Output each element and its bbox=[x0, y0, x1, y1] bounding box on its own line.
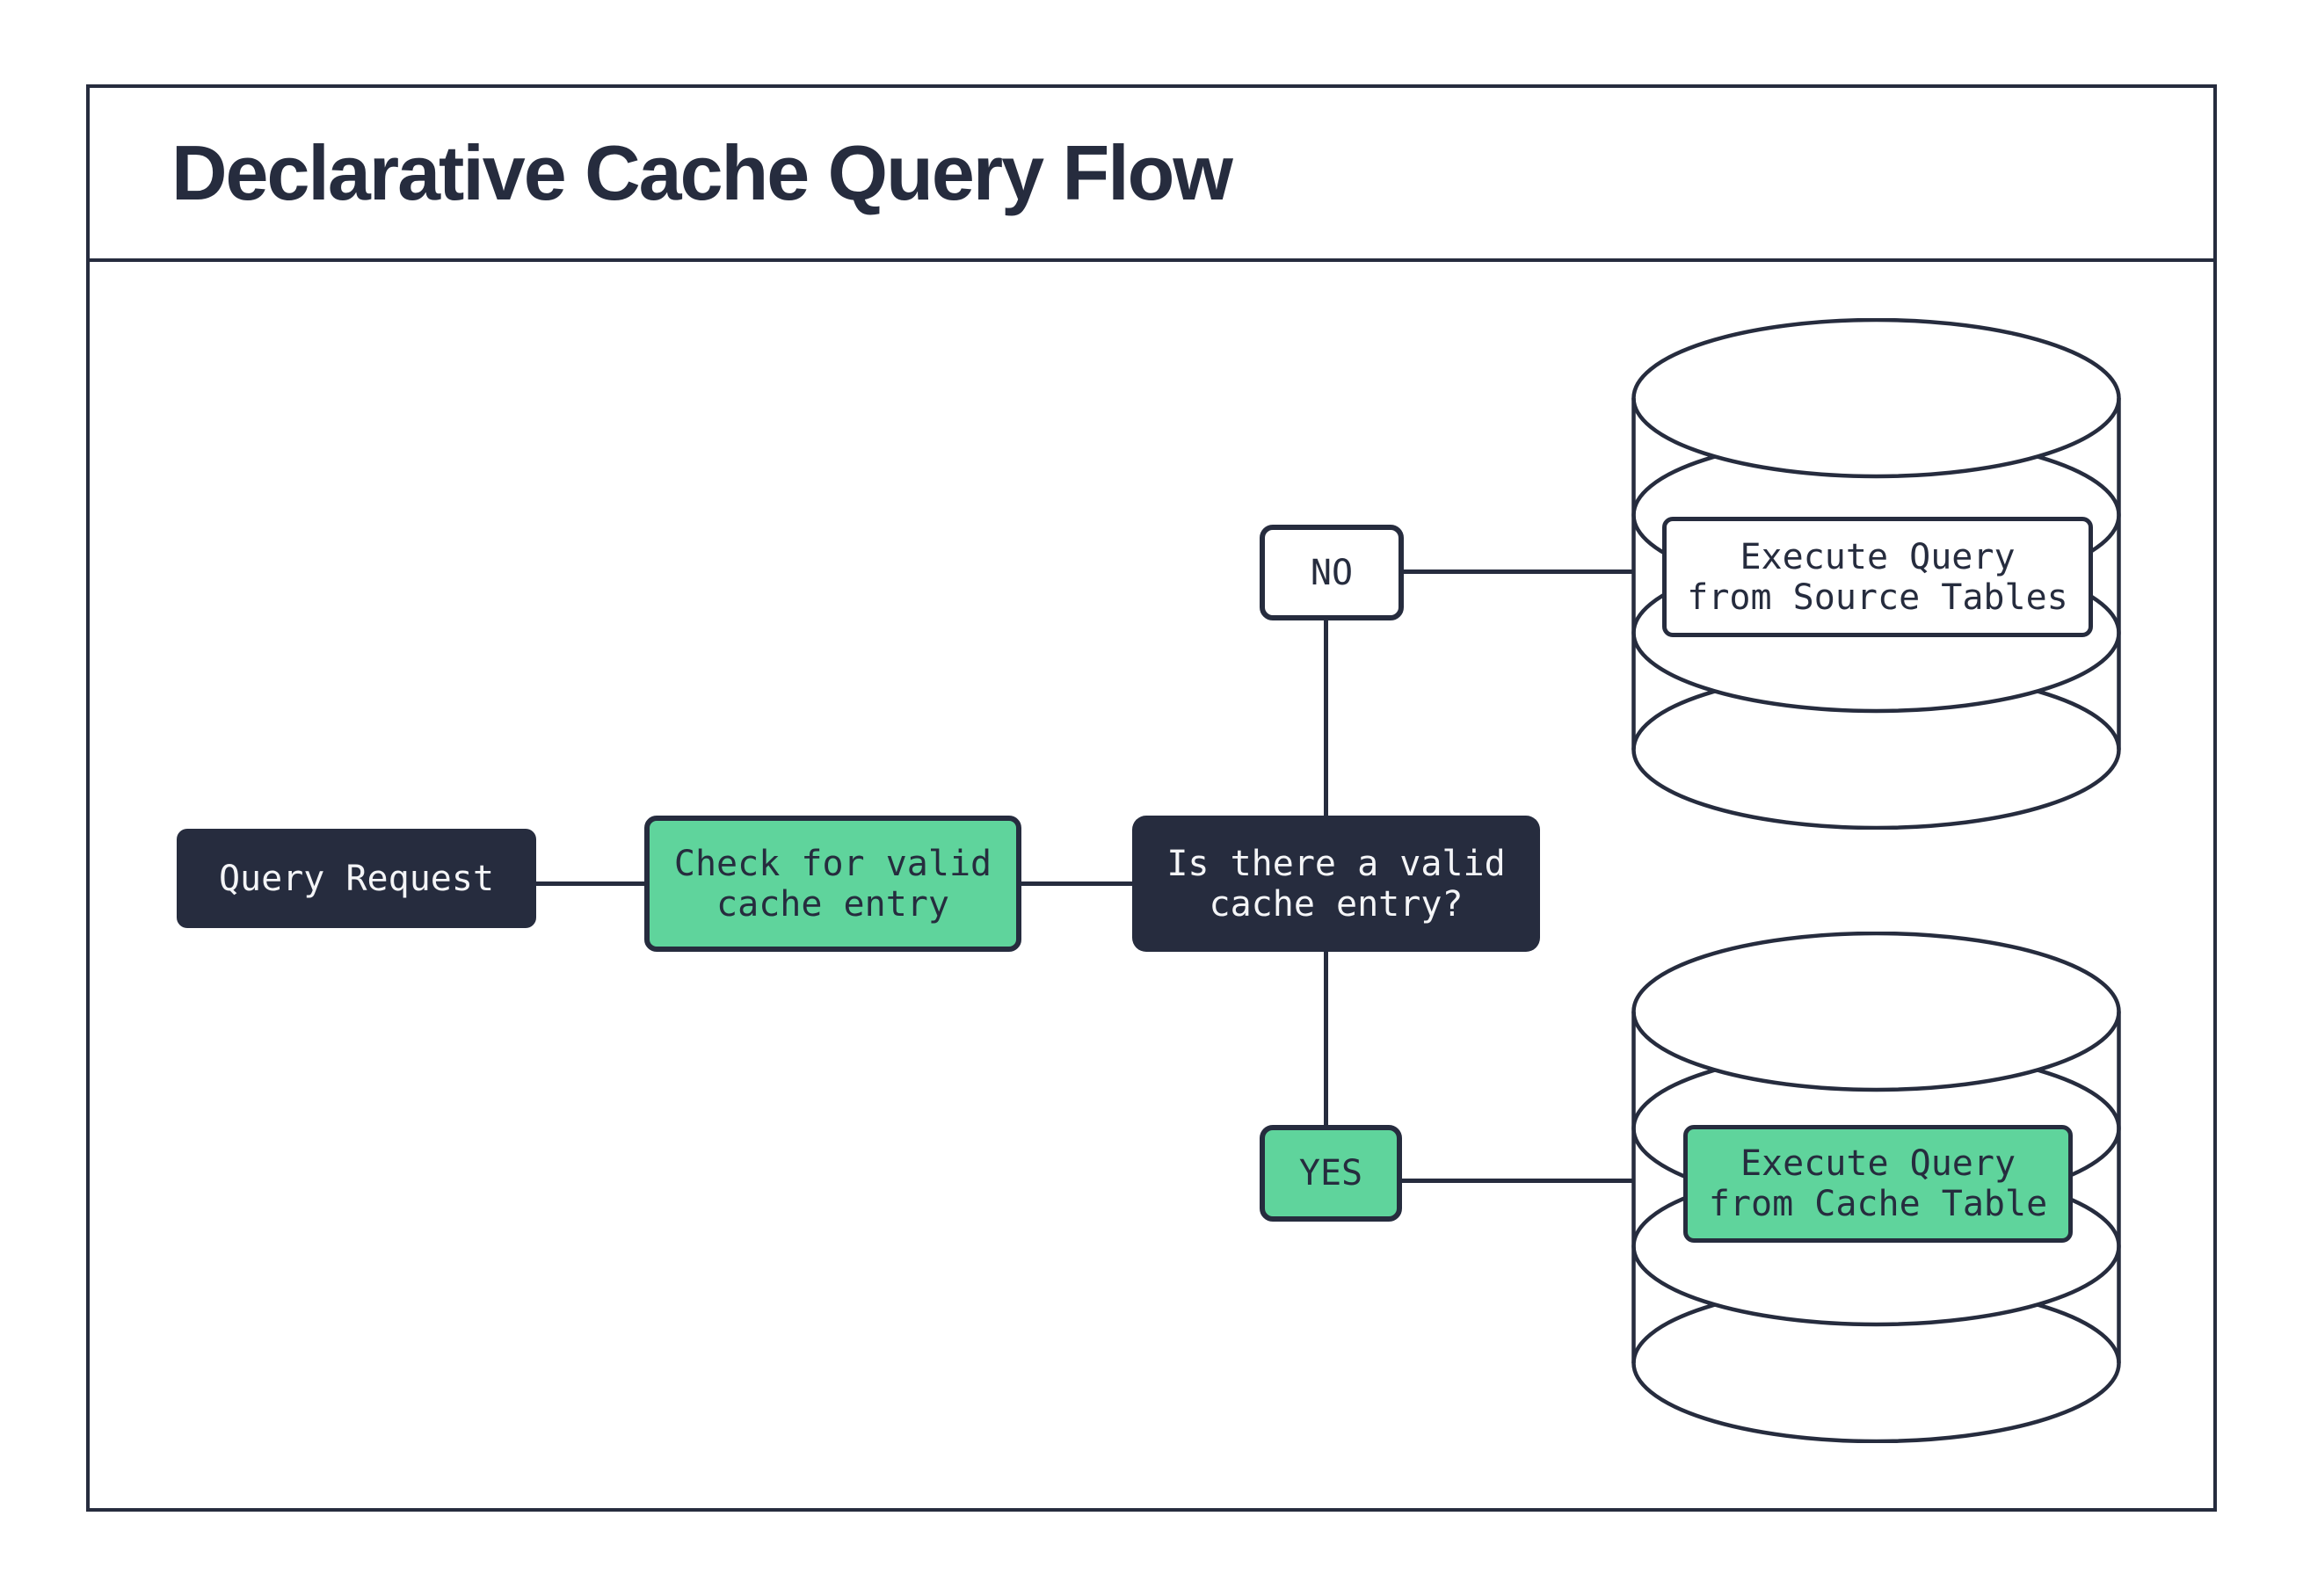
query-request-label: Query Request bbox=[218, 858, 495, 899]
connector-decision-to-no bbox=[1324, 619, 1328, 816]
branch-no-node: NO bbox=[1260, 525, 1404, 620]
database-cylinder-shape bbox=[1631, 318, 2121, 830]
database-icon bbox=[1631, 318, 2121, 830]
decision-node: Is there a valid cache entry? bbox=[1132, 816, 1540, 952]
check-cache-line1: Check for valid bbox=[673, 843, 992, 884]
branch-yes-label: YES bbox=[1298, 1153, 1363, 1193]
check-cache-node: Check for valid cache entry bbox=[644, 816, 1021, 952]
execute-cache-line1: Execute Query bbox=[1740, 1143, 2016, 1184]
execute-source-node: Execute Query from Source Tables bbox=[1662, 517, 2093, 637]
decision-line2: cache entry? bbox=[1209, 883, 1464, 925]
connector-check-to-decision bbox=[1021, 881, 1132, 886]
branch-no-label: NO bbox=[1310, 552, 1354, 593]
connector-query-to-check bbox=[536, 881, 644, 886]
execute-source-line2: from Source Tables bbox=[1687, 577, 2068, 618]
decision-line1: Is there a valid bbox=[1166, 843, 1506, 884]
check-cache-line2: cache entry bbox=[716, 883, 949, 925]
branch-yes-node: YES bbox=[1260, 1125, 1402, 1222]
connector-no-to-source-db bbox=[1404, 569, 1633, 574]
execute-cache-node: Execute Query from Cache Table bbox=[1683, 1125, 2073, 1243]
diagram-header: Declarative Cache Query Flow bbox=[86, 84, 2217, 262]
page-title: Declarative Cache Query Flow bbox=[171, 129, 1233, 216]
query-request-node: Query Request bbox=[177, 829, 536, 928]
execute-cache-line2: from Cache Table bbox=[1708, 1184, 2048, 1224]
connector-decision-to-yes bbox=[1324, 952, 1328, 1127]
execute-source-line1: Execute Query bbox=[1740, 536, 2016, 577]
connector-yes-to-cache-db bbox=[1402, 1179, 1633, 1183]
